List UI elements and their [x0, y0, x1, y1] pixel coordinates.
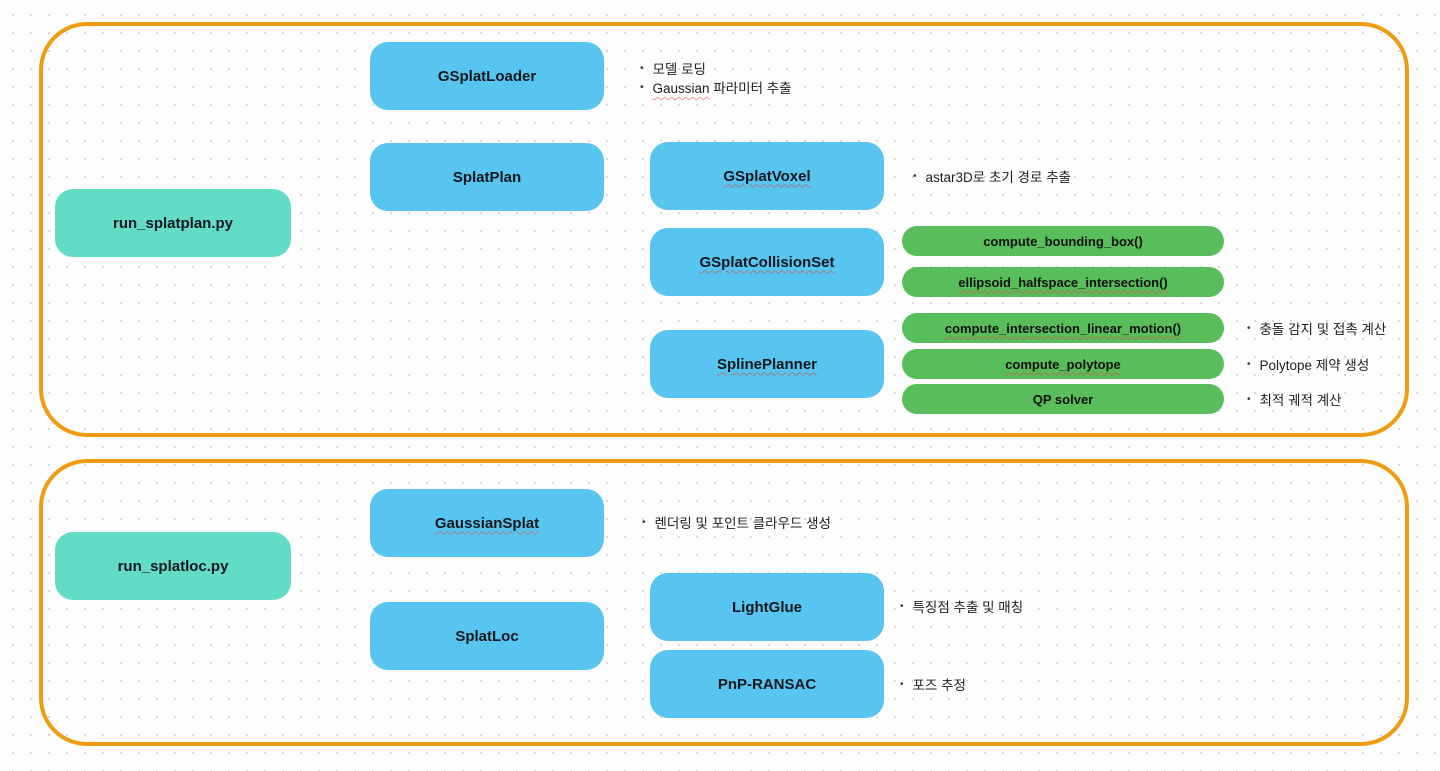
splineplanner-box: SplinePlanner — [650, 330, 884, 398]
note-text: 모델 로딩 — [652, 62, 706, 77]
gsplatcollisionset-label: GSplatCollisionSet — [699, 253, 835, 271]
note-text: Gaussian 파라미터 추출 — [653, 77, 792, 97]
note-text: astar3D로 초기 경로 추출 — [925, 170, 1071, 185]
collision-note: 충돌 감지 및 접촉 계산 — [1247, 318, 1387, 338]
gsplatloader-note-1: 모델 로딩 — [640, 58, 706, 78]
gaussian-word: Gaussian — [652, 81, 710, 96]
pnpransac-label: PnP-RANSAC — [717, 675, 817, 693]
polytope-note: Polytope 제약 생성 — [1247, 354, 1370, 374]
note-text: 충돌 감지 및 접촉 계산 — [1259, 322, 1387, 337]
gsplatloader-label: GSplatLoader — [437, 67, 537, 85]
fn-label: compute_polytope — [1005, 356, 1121, 372]
splatplan-label: SplatPlan — [452, 168, 522, 186]
fn-compute-polytope: compute_polytope — [902, 349, 1224, 379]
run-splatloc-label: run_splatloc.py — [117, 557, 229, 575]
gaussiansplat-label: GaussianSplat — [434, 514, 540, 532]
lightglue-box: LightGlue — [650, 573, 884, 641]
note-text: 특징점 추출 및 매칭 — [912, 600, 1024, 615]
fn-label: QP solver — [1032, 391, 1094, 407]
note-text: Polytope 제약 생성 — [1259, 358, 1370, 373]
run-splatloc-box: run_splatloc.py — [55, 532, 291, 600]
gaussian-rest: 파라미터 추출 — [713, 81, 792, 96]
lightglue-label: LightGlue — [732, 598, 802, 616]
fn-qp-solver: QP solver — [902, 384, 1224, 414]
run-splatplan-box: run_splatplan.py — [55, 189, 291, 257]
gsplatloader-note-2: Gaussian 파라미터 추출 — [640, 77, 792, 97]
lightglue-note: 특징점 추출 및 매칭 — [900, 596, 1024, 616]
splatloc-frame — [39, 459, 1409, 746]
fn-label: compute_intersection_linear_motion() — [944, 320, 1182, 336]
trajectory-note: 최적 궤적 계산 — [1247, 389, 1342, 409]
note-text: 포즈 추정 — [912, 678, 966, 693]
splatloc-label: SplatLoc — [455, 627, 519, 645]
gsplatvoxel-note: astar3D로 초기 경로 추출 — [913, 166, 1071, 186]
pnpransac-note: 포즈 추정 — [900, 674, 966, 694]
run-splatplan-label: run_splatplan.py — [112, 214, 234, 232]
gsplatvoxel-label: GSplatVoxel — [723, 167, 811, 185]
gsplatcollisionset-box: GSplatCollisionSet — [650, 228, 884, 296]
splatloc-box: SplatLoc — [370, 602, 604, 670]
fn-label: compute_bounding_box() — [983, 233, 1143, 249]
gsplatvoxel-box: GSplatVoxel — [650, 142, 884, 210]
gaussiansplat-box: GaussianSplat — [370, 489, 604, 557]
fn-compute-bounding-box: compute_bounding_box() — [902, 226, 1224, 256]
pnpransac-box: PnP-RANSAC — [650, 650, 884, 718]
fn-compute-intersection-linear-motion: compute_intersection_linear_motion() — [902, 313, 1224, 343]
fn-ellipsoid-halfspace-intersection: ellipsoid_halfspace_intersection() — [902, 267, 1224, 297]
gsplatloader-box: GSplatLoader — [370, 42, 604, 110]
gaussiansplat-note: 렌더링 및 포인트 클라우드 생성 — [642, 512, 831, 532]
splineplanner-label: SplinePlanner — [716, 355, 818, 373]
note-text: 렌더링 및 포인트 클라우드 생성 — [654, 516, 831, 531]
note-text: 최적 궤적 계산 — [1259, 393, 1342, 408]
fn-label: ellipsoid_halfspace_intersection() — [958, 274, 1168, 290]
splatplan-box: SplatPlan — [370, 143, 604, 211]
splatplan-frame — [39, 22, 1409, 437]
